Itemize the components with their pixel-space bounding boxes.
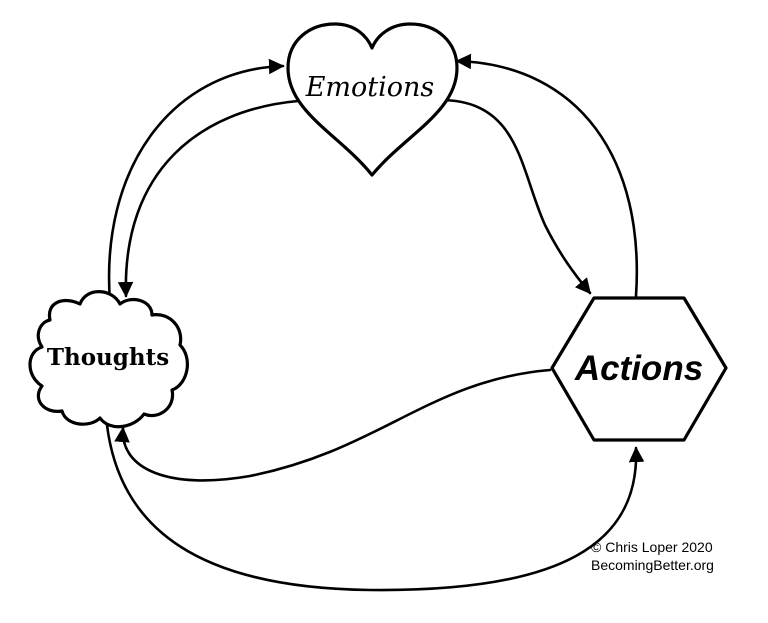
actions-label: Actions <box>574 349 703 388</box>
credit-line-1: © Chris Loper 2020 <box>591 539 713 555</box>
thoughts-node: Thoughts <box>28 290 189 429</box>
hexagon-shape <box>550 296 728 442</box>
arrow-thoughts-to-actions <box>105 423 645 592</box>
actions-node: Actions <box>550 296 728 442</box>
arrow-thoughts-to-emotions <box>107 58 285 304</box>
emotions-node: Emotions <box>286 22 459 177</box>
heart-shape <box>286 22 459 177</box>
cloud-shape <box>28 290 189 429</box>
emotions-label: Emotions <box>305 72 435 103</box>
credit-line-2: BecomingBetter.org <box>591 557 714 573</box>
arrow-actions-to-emotions <box>455 53 639 298</box>
arrow-actions-to-thoughts <box>114 368 552 482</box>
credit: © Chris Loper 2020 BecomingBetter.org <box>591 539 714 573</box>
arrow-emotions-to-actions <box>438 98 592 295</box>
arrow-emotions-to-thoughts <box>117 99 300 298</box>
arrows <box>105 53 645 592</box>
thoughts-label: Thoughts <box>47 344 169 371</box>
